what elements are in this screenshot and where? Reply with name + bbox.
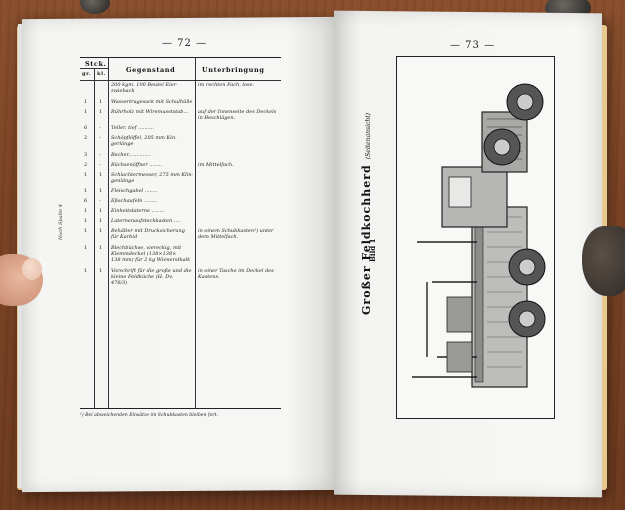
row-item: Schöpflöffel, 205 mm Kin- gerlänge: [111, 135, 177, 148]
row-kl-count: -: [99, 198, 101, 205]
col-line-storage: [195, 58, 196, 408]
right-page-number: — 73 —: [450, 40, 496, 51]
row-kl-count: 1: [99, 171, 103, 178]
row-gr-count: 1: [84, 208, 88, 215]
row-item: Einheitslaterne ........: [111, 208, 165, 215]
row-storage: im Mittelfach.: [198, 161, 234, 168]
row-item: Büchsenöffner ........: [111, 161, 163, 168]
row-gr-count: 1: [84, 188, 88, 195]
row-storage: in einer Tasche im Deckel des Kastens.: [198, 268, 274, 281]
row-gr-count: 1: [84, 268, 88, 275]
rear-wheel-1: [508, 248, 546, 286]
row-kl-count: 1: [99, 245, 103, 251]
row-item: Laternenaufsteckkasten ....: [111, 218, 181, 225]
row-kl-count: 1: [99, 218, 103, 225]
equipment-table: Stck. gr. kl. Gegenstand Unterbringung 2…: [80, 57, 281, 409]
row-kl-count: 1: [99, 108, 103, 115]
footnote: ¹) Bei abweichenden Einsätze im Schubkas…: [80, 413, 218, 418]
row-item: Rührholz mit Wiremusststab...: [111, 108, 189, 115]
row-kl-count: -: [99, 161, 101, 168]
paperweight-stone: [582, 226, 625, 296]
table-knob-left: [80, 0, 110, 14]
rear-wheel-2: [508, 300, 546, 338]
row-item: Schlachtermesser, 275 mm Klin- genlänge: [111, 171, 194, 184]
row-item: Blechbüchse, viereckig, mit Klemmdeckel …: [111, 245, 191, 263]
header-item: Gegenstand: [126, 66, 176, 74]
row-kl-count: 1: [99, 228, 103, 235]
row-item: Vorschrift für die große und die kleine …: [111, 268, 192, 287]
row-kl-count: 1: [99, 188, 103, 195]
row-gr-count: 1: [84, 171, 88, 178]
header-bottom-line: [80, 80, 281, 81]
caption: Großer Feldkochherd (Seitenansicht): [355, 113, 374, 315]
row-item: Becher..............: [111, 151, 151, 158]
row-kl-count: 1: [99, 98, 103, 105]
row-gr-count: 6: [84, 125, 88, 132]
row-gr-count: 1: [84, 245, 88, 251]
row-gr-count: 3: [84, 151, 88, 158]
row-kl-count: -: [99, 125, 101, 132]
row-item: Teller, tief ..........: [111, 125, 154, 132]
row-item: Eßschaufeln ........: [111, 198, 157, 205]
row-gr-count: 1: [84, 98, 88, 105]
row-item: Fleischgabel ........: [111, 188, 158, 195]
row-gr-count: 1: [84, 228, 88, 235]
left-page-number: — 72 —: [162, 38, 208, 49]
row-storage: auf der Innenseite des Deckels in Beschl…: [198, 108, 277, 121]
row-gr-count: 1: [84, 218, 88, 225]
header-storage: Unterbringung: [202, 66, 265, 74]
row-storage: im rechten Fach, lose.: [198, 82, 255, 88]
header-count: Stck.: [85, 60, 107, 68]
row-kl-count: 1: [99, 268, 103, 275]
row-gr-count: 2: [84, 135, 88, 142]
fingernail: [22, 258, 42, 280]
row-kl-count: -: [99, 151, 101, 158]
row-kl-count: -: [99, 135, 101, 142]
header-gr: gr.: [82, 71, 92, 77]
row-item: 200 kgm. 100 Beutel Eier- zwieback: [111, 82, 178, 94]
row-gr-count: 2: [84, 161, 88, 168]
cab-window: [448, 176, 472, 208]
row-gr-count: 1: [84, 108, 88, 115]
field-kitchen-illustration: [412, 83, 546, 388]
col-line-kl: [94, 68, 95, 408]
kettle: [446, 296, 473, 373]
illustration-plate: [396, 56, 555, 419]
row-storage: in einem Schubkasten¹) unter dem Mittelf…: [198, 228, 274, 241]
front-wheel-2: [483, 128, 521, 166]
row-kl-count: 1: [99, 208, 103, 215]
side-label: Noch Spalte 4: [58, 204, 64, 240]
header-kl: kl.: [97, 71, 106, 77]
front-wheel-1: [506, 83, 544, 121]
col-line-item: [108, 58, 109, 408]
caption-title: Großer Feldkochherd: [360, 164, 373, 315]
row-item: Behälter mit Drucksicherung für Karbid: [111, 228, 185, 241]
caption-note: (Seitenansicht): [365, 113, 372, 160]
row-gr-count: 6: [84, 198, 88, 205]
row-item: Wassertragesack mit Schulhülle: [111, 98, 193, 105]
